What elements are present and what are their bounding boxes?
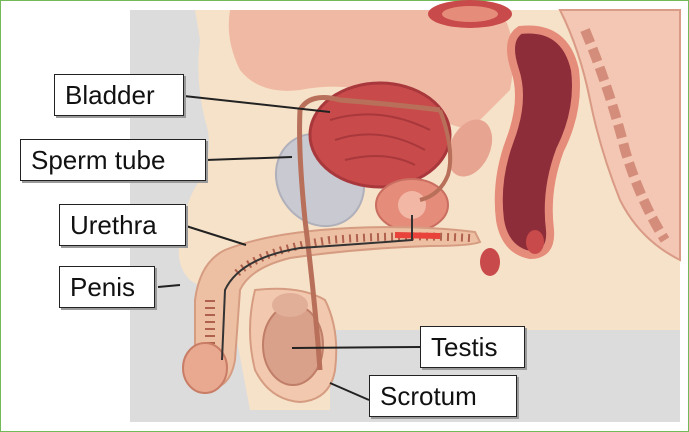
urethra-segment: [395, 235, 440, 236]
anal-sphincter-2: [526, 230, 544, 254]
glans: [183, 343, 227, 393]
label-testis: Testis: [420, 326, 525, 368]
label-urethra: Urethra: [59, 204, 186, 246]
epididymis: [272, 293, 308, 317]
label-scrotum: Scrotum: [369, 375, 517, 417]
leader-testis: [292, 347, 420, 348]
label-penis: Penis: [59, 266, 155, 308]
intestine-loop-inner: [442, 6, 498, 22]
label-sperm-tube: Sperm tube: [20, 139, 206, 181]
anal-sphincter: [480, 248, 500, 276]
label-bladder: Bladder: [54, 74, 184, 116]
prostate-center: [398, 191, 426, 219]
